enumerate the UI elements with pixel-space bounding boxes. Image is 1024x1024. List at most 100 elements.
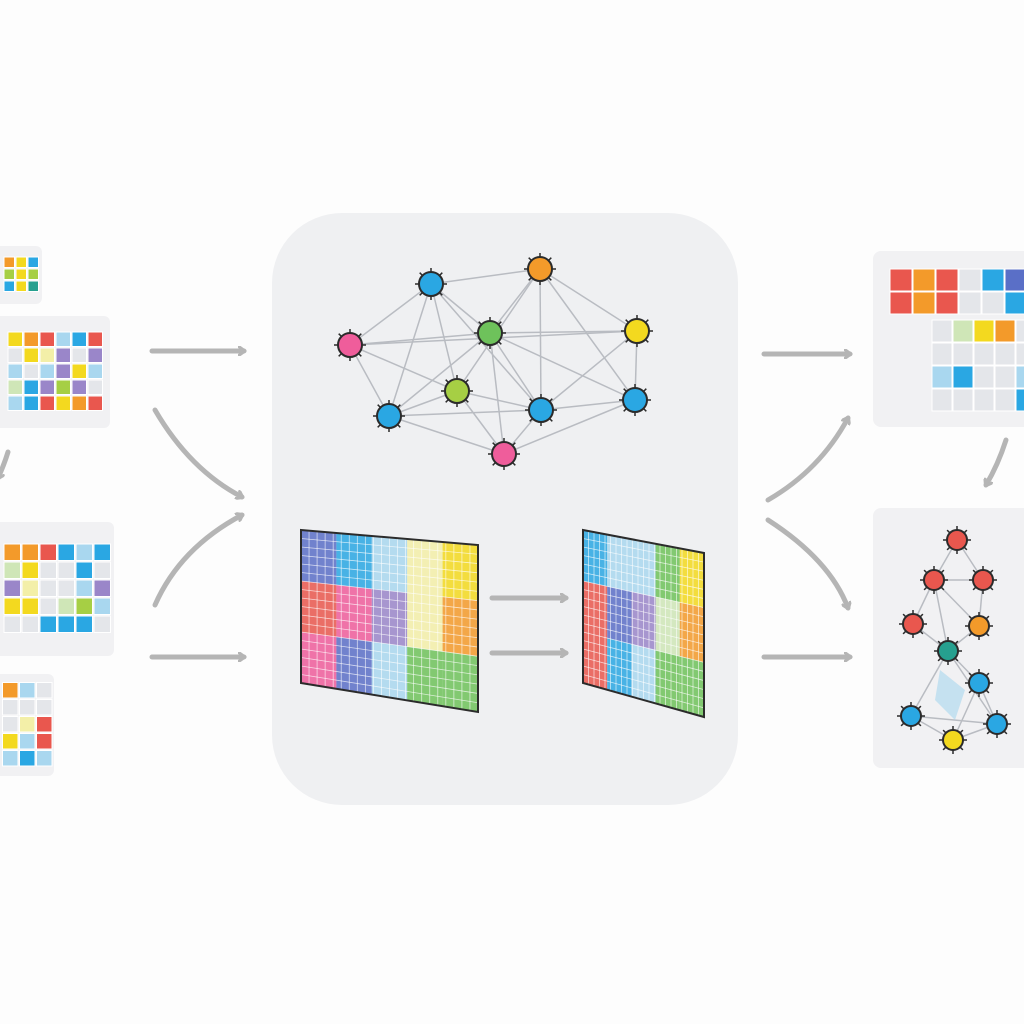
grid-line: [582, 555, 705, 581]
node-circle: [622, 387, 648, 413]
matrix-cell: [3, 579, 21, 597]
matrix-cell: [15, 256, 27, 268]
graph-edge: [430, 283, 542, 411]
matrix-cell: [55, 395, 71, 411]
matrix-cell: [7, 331, 23, 347]
matrix-cell: [3, 561, 21, 579]
table-cell: [889, 268, 913, 292]
matrix-cell: [57, 597, 75, 615]
matrix-cell: [93, 579, 111, 597]
graph-edge: [388, 415, 505, 455]
matrix-cell: [55, 331, 71, 347]
matrix-cell: [87, 379, 103, 395]
matrix-cell: [57, 615, 75, 633]
grid-line: [582, 640, 705, 672]
matrix-cell: [87, 347, 103, 363]
matrix-cell: [27, 280, 39, 292]
matrix-cell: [19, 750, 36, 767]
matrix-cell: [36, 750, 53, 767]
matrix-cell: [39, 615, 57, 633]
flow-arrow: [152, 515, 245, 608]
grid-line: [300, 665, 479, 694]
table-cell: [981, 291, 1005, 315]
matrix-cell: [23, 379, 39, 395]
matrix-cell: [27, 256, 39, 268]
graph-edge: [349, 332, 491, 346]
table-cell: [952, 342, 974, 366]
grid-line: [300, 589, 479, 611]
graph-edge: [489, 332, 505, 455]
matrix-cell: [71, 395, 87, 411]
matrix-cell: [39, 395, 55, 411]
graph-edge: [349, 344, 458, 392]
table-cell: [952, 365, 974, 389]
node-circle: [972, 569, 994, 591]
table-cell: [931, 388, 953, 412]
matrix-cell: [23, 363, 39, 379]
matrix-cell: [39, 543, 57, 561]
graph-node: [983, 710, 1011, 738]
graph-edge: [456, 390, 505, 455]
flow-arrow: [986, 437, 1009, 488]
matrix-cell: [93, 561, 111, 579]
grid-line: [582, 597, 705, 627]
grid-line: [300, 580, 479, 602]
table-cell: [912, 291, 936, 315]
matrix-cell: [36, 716, 53, 733]
table-cell: [1015, 365, 1024, 389]
outputs-layer: [873, 251, 1024, 768]
flow-arrows-layer: [0, 351, 1009, 657]
node-circle: [418, 271, 444, 297]
input-matrix-4: [0, 674, 54, 776]
grid-line: [300, 648, 479, 676]
matrix-cell: [3, 597, 21, 615]
node-circle: [937, 640, 959, 662]
matrix-cell: [36, 733, 53, 750]
graph-edge: [539, 268, 636, 401]
grid-line: [582, 538, 705, 563]
graph-node: [619, 384, 651, 416]
grid-line: [582, 674, 705, 709]
grid-border: [582, 528, 705, 719]
matrix-cell: [75, 579, 93, 597]
matrix-cell: [87, 395, 103, 411]
matrix-cell: [21, 597, 39, 615]
flow-arrow: [152, 407, 245, 497]
grid-line: [300, 614, 479, 639]
grid-line: [300, 572, 479, 592]
table-cell: [994, 365, 1016, 389]
table-cell: [889, 291, 913, 315]
matrix-cell: [2, 699, 19, 716]
matrix-cell: [23, 347, 39, 363]
graph-node: [965, 669, 993, 697]
matrix-cell: [87, 363, 103, 379]
table-cell: [1015, 319, 1024, 343]
matrix-cell: [19, 682, 36, 699]
graph-node: [943, 526, 971, 554]
table-cell: [958, 291, 982, 315]
grid-line: [300, 538, 479, 555]
matrix-cell: [15, 280, 27, 292]
grid-line: [582, 572, 705, 599]
matrix-cell: [93, 597, 111, 615]
node-circle: [942, 729, 964, 751]
matrix-cell: [39, 579, 57, 597]
matrix-cell: [7, 395, 23, 411]
matrix-cell: [39, 363, 55, 379]
matrix-cell: [57, 543, 75, 561]
table-cell: [931, 365, 953, 389]
graph-edge: [430, 268, 541, 285]
table-cell: [952, 388, 974, 412]
grid-line: [300, 555, 479, 574]
processing-panel-layer: [272, 213, 738, 805]
table-cell: [973, 388, 995, 412]
graph-node: [965, 612, 993, 640]
table-cell: [994, 388, 1016, 412]
matrix-cell: [39, 347, 55, 363]
graph-edge: [539, 268, 638, 332]
graph-edge: [456, 390, 542, 411]
node-circle: [477, 320, 503, 346]
matrix-cell: [27, 268, 39, 280]
matrix-cell: [3, 256, 15, 268]
